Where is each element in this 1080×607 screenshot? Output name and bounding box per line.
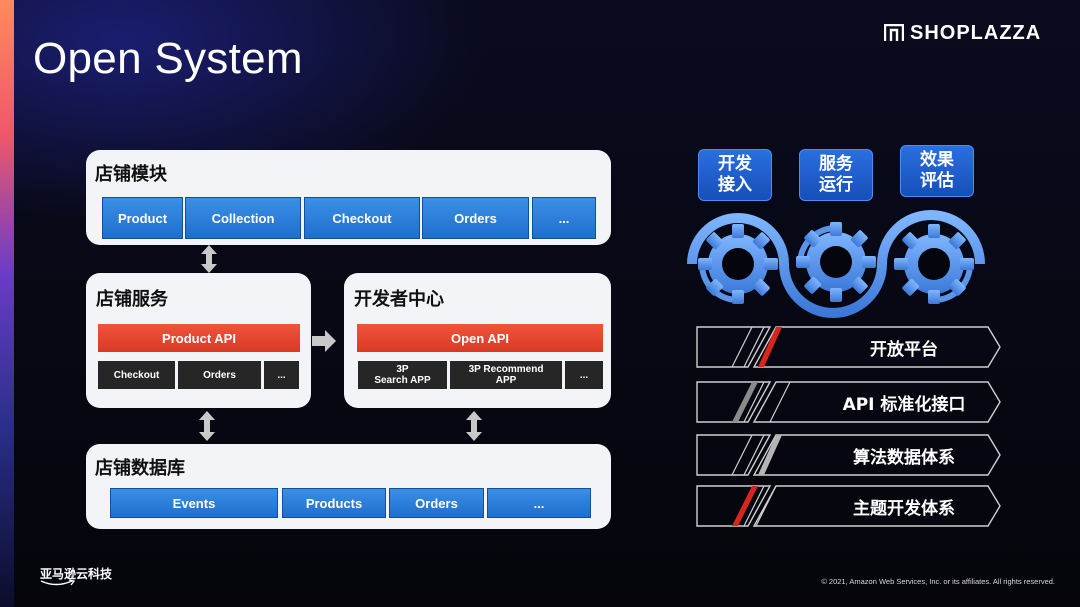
store-database-title: 店铺数据库 (95, 458, 185, 479)
gear-icon (698, 224, 778, 304)
aws-smile-icon (40, 579, 76, 586)
layer-band-shape (696, 381, 1001, 423)
service-orders: Orders (178, 361, 261, 389)
module-orders: Orders (422, 197, 529, 239)
stage-service-running: 服务 运行 (799, 149, 873, 201)
developer-center-title: 开发者中心 (354, 289, 444, 310)
layer-label: 算法数据体系 (853, 447, 955, 468)
stage-develop-access: 开发 接入 (698, 149, 772, 201)
updown-arrow-icon (199, 411, 215, 441)
store-module-title: 店铺模块 (95, 164, 167, 185)
layer-algorithm-data: 算法数据体系 (696, 434, 1002, 476)
layer-label: API 标准化接口 (842, 394, 966, 415)
module-checkout: Checkout (304, 197, 420, 239)
gears-illustration (687, 210, 985, 318)
dev-recommend-app: 3P Recommend APP (450, 361, 562, 389)
layer-open-platform: 开放平台 (696, 326, 1002, 368)
accent-strip (0, 0, 14, 607)
db-orders: Orders (389, 488, 484, 518)
db-products: Products (282, 488, 386, 518)
layer-band-shape (696, 485, 1001, 527)
layer-label: 主题开发体系 (853, 498, 955, 519)
module-product: Product (102, 197, 183, 239)
layer-band-shape (696, 434, 1001, 476)
store-database-card: 店铺数据库 Events Products Orders ... (86, 444, 611, 529)
db-more: ... (487, 488, 591, 518)
developer-center-card: 开发者中心 Open API 3P Search APP 3P Recommen… (344, 273, 611, 408)
product-api-box: Product API (98, 324, 300, 352)
gear-icon (894, 224, 974, 304)
right-arrow-icon (312, 330, 336, 352)
stage-effect-evaluation: 效果 评估 (900, 145, 974, 197)
store-service-title: 店铺服务 (96, 289, 168, 310)
store-module-card: 店铺模块 Product Collection Checkout Orders … (86, 150, 611, 245)
dev-search-app: 3P Search APP (358, 361, 447, 389)
module-more: ... (532, 197, 596, 239)
aws-china-logo-text: 亚马逊云科技 (40, 567, 113, 581)
slide-title: Open System (33, 34, 303, 83)
store-service-card: 店铺服务 Product API Checkout Orders ... (86, 273, 311, 408)
gear-icon (796, 222, 876, 302)
dev-more: ... (565, 361, 603, 389)
shoplazza-logo: SHOPLAZZA (884, 22, 1041, 44)
service-more: ... (264, 361, 299, 389)
layer-theme-development: 主题开发体系 (696, 485, 1002, 527)
shoplazza-mark-icon (884, 24, 904, 41)
copyright-notice: © 2021, Amazon Web Services, Inc. or its… (821, 577, 1055, 586)
layer-label: 开放平台 (870, 339, 938, 360)
layer-api-standard: API 标准化接口 (696, 381, 1002, 423)
layer-band-shape (696, 326, 1001, 368)
updown-arrow-icon (466, 411, 482, 441)
service-checkout: Checkout (98, 361, 175, 389)
open-api-box: Open API (357, 324, 603, 352)
module-collection: Collection (185, 197, 301, 239)
db-events: Events (110, 488, 278, 518)
brand-name: SHOPLAZZA (910, 21, 1042, 44)
updown-arrow-icon (201, 245, 217, 273)
